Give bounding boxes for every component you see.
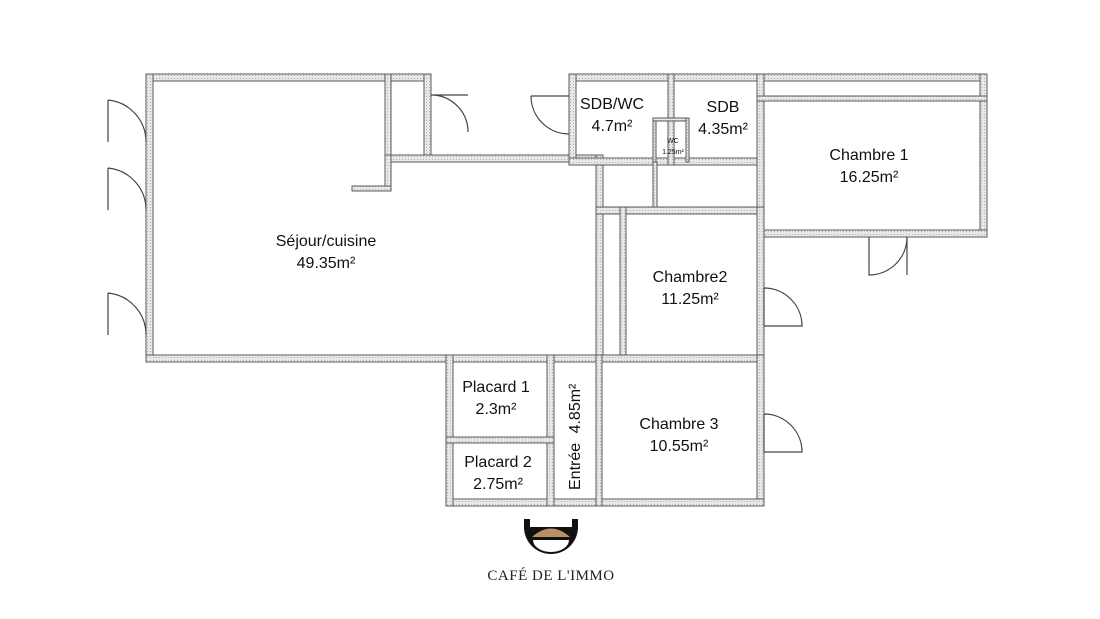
room-name-chambre2: Chambre2 <box>653 269 728 286</box>
wall-segment <box>619 206 627 363</box>
wall-segment <box>756 354 765 507</box>
room-area-placard1: 2.3m² <box>476 401 518 418</box>
room-area-chambre1: 16.25m² <box>840 169 899 186</box>
doors <box>107 94 908 453</box>
wall-segment <box>595 354 765 363</box>
coffee-bowl-icon <box>524 519 578 554</box>
wall-segment <box>351 185 392 192</box>
wall-segment <box>423 73 432 163</box>
room-name-placard1: Placard 1 <box>462 379 530 396</box>
wall-segment <box>568 73 577 165</box>
door-icon <box>107 167 147 211</box>
room-area-wc: 1.25m² <box>662 149 684 156</box>
walls <box>145 73 988 507</box>
door-icon <box>107 99 147 143</box>
wall-segment <box>756 229 988 238</box>
room-name-chambre3: Chambre 3 <box>639 416 718 433</box>
wall-segment <box>652 161 658 212</box>
wall-segment <box>145 354 605 363</box>
coffee-heap <box>532 528 570 537</box>
bowl-rim-right <box>572 519 578 529</box>
bowl-inner <box>533 540 569 552</box>
wall-segment <box>756 206 765 363</box>
wall-segment <box>384 73 392 163</box>
room-name-chambre1: Chambre 1 <box>829 147 908 164</box>
room-area-chambre2: 11.25m² <box>661 291 719 308</box>
wall-segment <box>652 117 690 122</box>
wall-segment <box>445 354 454 507</box>
door-icon <box>430 94 469 133</box>
room-area-sdb: 4.35m² <box>698 121 748 138</box>
room-area-sejour: 49.35m² <box>297 255 356 272</box>
door-icon <box>868 236 908 276</box>
bowl-rim-left <box>524 519 530 529</box>
door-icon <box>530 95 570 135</box>
room-name-wc: WC <box>667 138 679 145</box>
wall-segment <box>445 436 555 444</box>
door-icon <box>763 287 803 327</box>
wall-segment <box>595 354 603 507</box>
room-name-sejour: Séjour/cuisine <box>276 233 377 250</box>
room-label-entree: Entrée 4.85m² <box>567 383 584 490</box>
wall-segment <box>652 117 657 163</box>
wall-segment <box>568 73 988 82</box>
brand-name: CAFÉ DE L'IMMO <box>487 567 614 584</box>
wall-segment <box>568 157 765 166</box>
wall-segment <box>445 498 765 507</box>
door-icon <box>763 413 803 453</box>
room-area-entree: 4.85m² <box>567 383 584 433</box>
room-name-placard2: Placard 2 <box>464 454 532 471</box>
room-area-placard2: 2.75m² <box>473 476 523 493</box>
wall-segment <box>145 73 154 363</box>
brand-logo: CAFÉ DE L'IMMO <box>487 519 614 584</box>
room-labels: Séjour/cuisine 49.35m² SDB/WC 4.7m² SDB … <box>276 96 909 493</box>
door-icon <box>107 292 147 336</box>
wall-segment <box>595 154 604 363</box>
wall-segment <box>685 117 690 163</box>
room-area-sdbwc: 4.7m² <box>592 118 634 135</box>
svg-text:Entrée 4.85m²: Entrée 4.85m² <box>567 383 584 490</box>
room-name-sdb: SDB <box>707 99 740 116</box>
wall-segment <box>756 95 988 102</box>
wall-segment <box>546 354 555 507</box>
room-name-sdbwc: SDB/WC <box>580 96 644 113</box>
room-area-chambre3: 10.55m² <box>650 438 709 455</box>
room-name-entree: Entrée <box>567 443 584 490</box>
